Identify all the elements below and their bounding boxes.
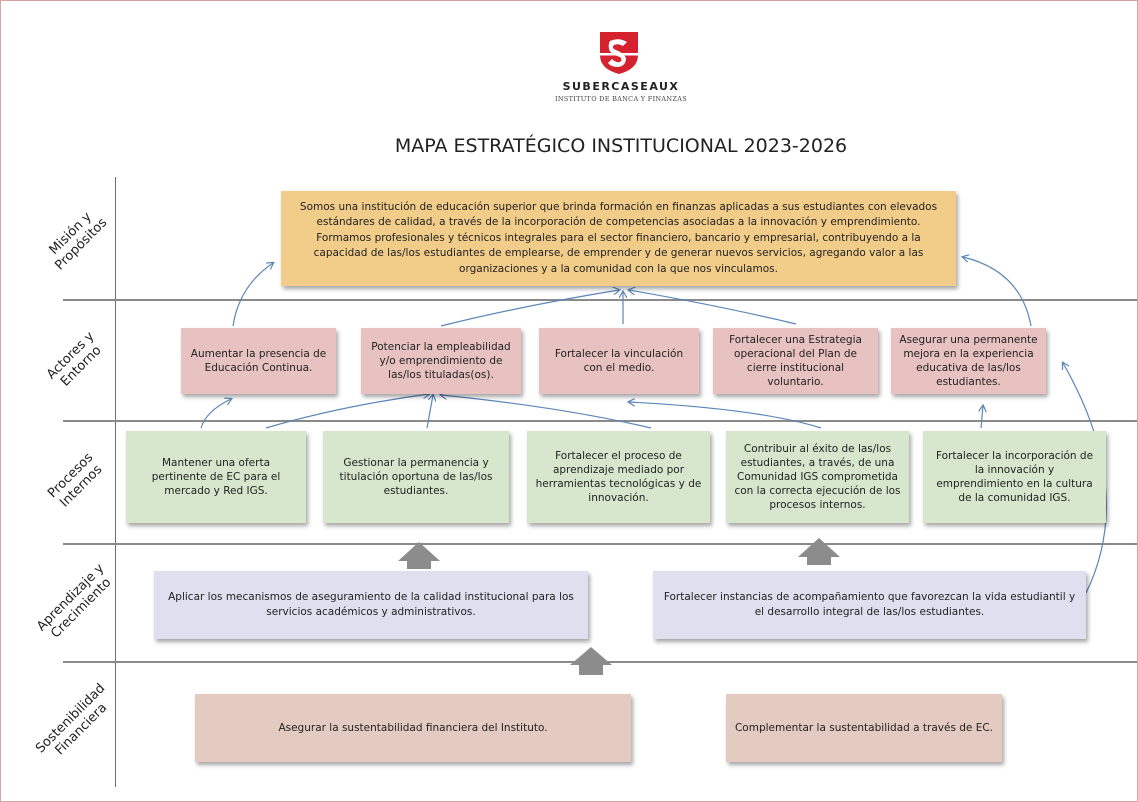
mission-statement-box: Somos una institución de educación super… (281, 191, 956, 286)
objective-box-empleabilidad: Potenciar la empleabilidad y/o emprendim… (361, 328, 521, 394)
page-title: MAPA ESTRATÉGICO INSTITUCIONAL 2023-2026 (394, 135, 848, 157)
objective-box-innovacion: Fortalecer la incorporación de la innova… (923, 431, 1106, 523)
brand-name: SUBERCASEAUX (562, 80, 680, 93)
brand-subtitle: INSTITUTO DE BANCA Y FINANZAS (555, 95, 687, 103)
row-divider (63, 543, 1137, 545)
row-divider (63, 661, 1137, 663)
objective-box-exito-estudiantes: Contribuir al éxito de las/los estudiant… (726, 431, 909, 523)
row-axis-line (115, 177, 116, 787)
up-block-arrow-left (398, 542, 440, 569)
objective-box-aseguramiento-calidad: Aplicar los mecanismos de aseguramiento … (154, 571, 588, 639)
objective-box-aprendizaje-tecnologico: Fortalecer el proceso de aprendizaje med… (527, 431, 710, 523)
subercaseaux-logo (600, 32, 638, 74)
objective-box-oferta-ec: Mantener una oferta pertinente de EC par… (126, 431, 306, 523)
objective-box-plan-cierre: Fortalecer una Estrategia operacional de… (713, 328, 878, 394)
objective-box-vinculacion: Fortalecer la vinculación con el medio. (539, 328, 699, 394)
row-divider (63, 420, 1137, 422)
objective-box-acompanamiento: Fortalecer instancias de acompañamiento … (653, 571, 1086, 639)
row-divider (63, 299, 1137, 301)
objective-box-sustentabilidad-ec: Complementar la sustentabilidad a través… (726, 694, 1002, 762)
objective-box-experiencia-educativa: Asegurar una permanente mejora en la exp… (891, 328, 1046, 394)
objective-box-educacion-continua: Aumentar la presencia de Educación Conti… (181, 328, 336, 394)
objective-box-permanencia: Gestionar la permanencia y titulación op… (323, 431, 509, 523)
objective-box-sustentabilidad-instituto: Asegurar la sustentabilidad financiera d… (195, 694, 631, 762)
